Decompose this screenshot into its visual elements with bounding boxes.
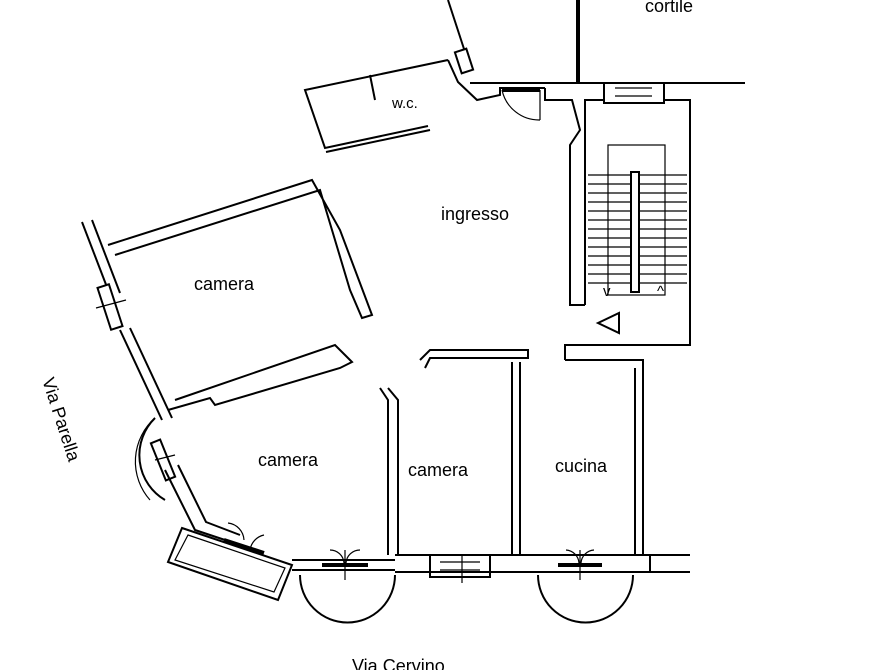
interior-wall-west bbox=[167, 343, 354, 411]
camera-sw-room bbox=[134, 417, 395, 602]
balconies bbox=[299, 549, 634, 624]
label-cortile: cortile bbox=[645, 0, 693, 16]
label-wc: w.c. bbox=[391, 95, 418, 112]
camera-nw-room bbox=[81, 178, 374, 421]
label-camera-mid: camera bbox=[408, 460, 469, 480]
label-camera-sw: camera bbox=[258, 450, 319, 470]
stair-arrow-icon bbox=[595, 311, 620, 335]
label-via-parella: Via Parella bbox=[38, 375, 84, 465]
label-via-cervino: Via Cervino bbox=[352, 656, 445, 670]
stair-treads bbox=[588, 174, 687, 284]
wc-room bbox=[303, 47, 545, 153]
stair-up-mark: ^ bbox=[657, 283, 664, 300]
south-facade bbox=[395, 554, 690, 573]
label-ingresso: ingresso bbox=[441, 204, 509, 224]
courtyard-boundary bbox=[447, 0, 745, 84]
stairwell: v ^ bbox=[544, 82, 691, 346]
entrance-door bbox=[501, 88, 541, 121]
cucina-room bbox=[564, 344, 644, 555]
stair-down-mark: v bbox=[603, 283, 611, 300]
label-camera-nw: camera bbox=[194, 274, 255, 294]
label-cucina: cucina bbox=[555, 456, 608, 476]
